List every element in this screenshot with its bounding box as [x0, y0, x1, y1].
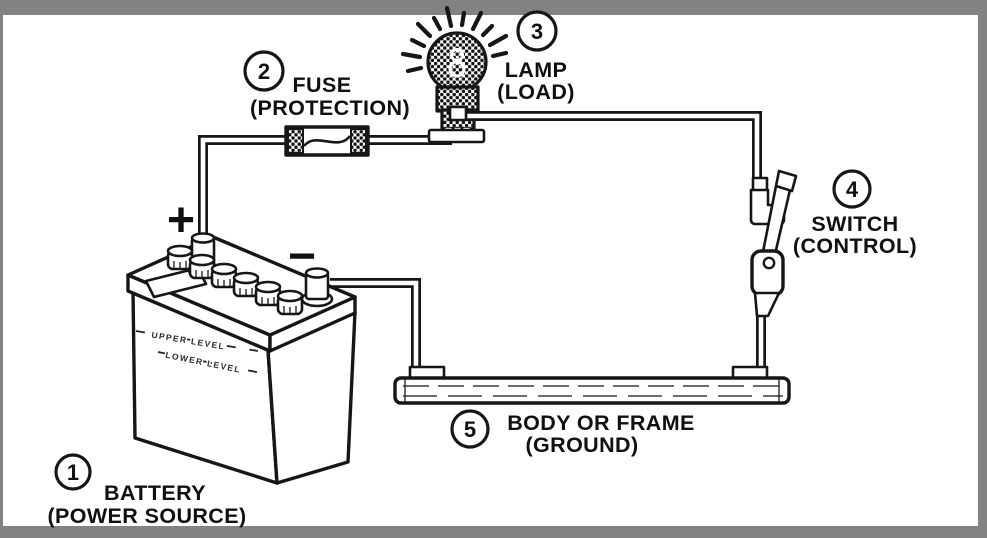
ground-bar-illustration [393, 365, 791, 405]
lamp-illustration [400, 5, 762, 192]
wire-battery-positive-to-fuse [198, 135, 290, 248]
callout-number-4: 4 [846, 177, 859, 202]
wire-battery-negative-to-ground [330, 278, 421, 370]
fuse-cap-left [287, 128, 304, 154]
switch-illustration [749, 169, 798, 318]
callout-badge-5: 5 [450, 409, 490, 449]
callout-badge-3: 3 [516, 10, 558, 52]
callout-labels: BATTERY (POWER SOURCE) FUSE (PROTECTION)… [47, 58, 917, 528]
battery-cell-caps [166, 244, 304, 316]
lamp-filament [448, 48, 466, 78]
battery-illustration: UPPER LEVEL LOWER LEVEL + − [126, 194, 357, 485]
ground-subtitle: (GROUND) [525, 433, 638, 457]
lamp-title: LAMP [505, 58, 568, 82]
battery-title: BATTERY [104, 481, 206, 505]
negative-terminal-sign: − [288, 230, 316, 283]
switch-title: SWITCH [811, 212, 898, 236]
wire-lamp-to-switch [455, 111, 762, 192]
ground-bar [393, 376, 791, 405]
callout-number-2: 2 [258, 59, 270, 84]
lamp-side-contact [448, 105, 468, 122]
ground-title: BODY OR FRAME [507, 411, 695, 435]
fuse-subtitle: (PROTECTION) [250, 96, 410, 120]
fuse-cap-right [350, 128, 367, 154]
battery-subtitle: (POWER SOURCE) [47, 504, 246, 528]
lamp-foot [427, 128, 486, 144]
callout-badge-1: 1 [54, 453, 92, 491]
callout-number-5: 5 [464, 417, 476, 442]
battery-negative-post [300, 267, 334, 308]
callout-number-3: 3 [531, 19, 543, 44]
callout-badge-2: 2 [243, 50, 285, 92]
switch-lower-taper [753, 291, 781, 318]
callout-badges: 1 2 3 4 5 [54, 10, 872, 491]
lamp-rays [400, 5, 509, 74]
lamp-subtitle: (LOAD) [497, 80, 575, 104]
fuse-element [302, 135, 352, 147]
switch-lever-handle [774, 169, 798, 193]
fuse-illustration [284, 125, 370, 157]
switch-pivot-hole [762, 256, 776, 270]
fuse-title: FUSE [293, 73, 352, 97]
callout-badge-4: 4 [832, 169, 872, 209]
positive-terminal-sign: + [167, 194, 195, 247]
switch-subtitle: (CONTROL) [793, 234, 917, 258]
callout-number-1: 1 [67, 460, 79, 485]
